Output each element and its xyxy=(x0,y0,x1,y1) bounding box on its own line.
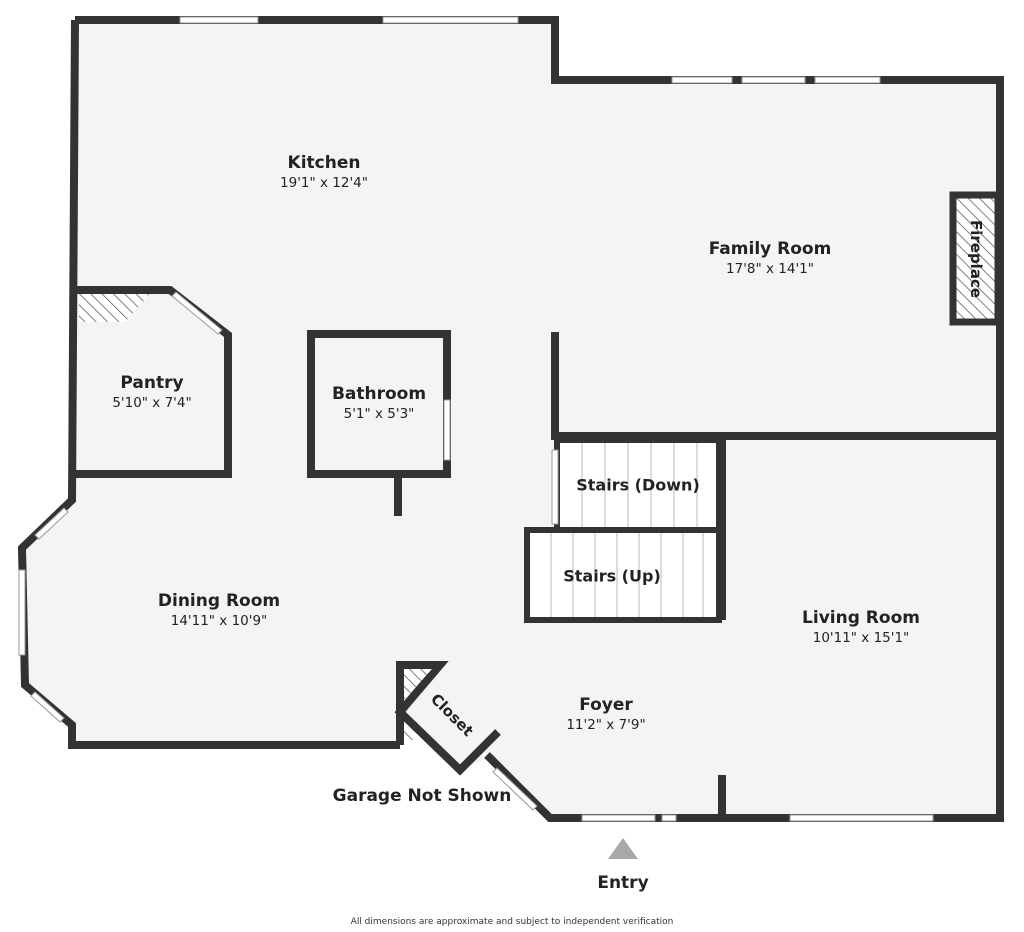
window xyxy=(382,16,519,24)
window xyxy=(581,814,656,822)
window xyxy=(789,814,934,822)
fireplace xyxy=(949,191,1002,326)
stairs-down-label: Stairs (Down) xyxy=(576,475,700,495)
window xyxy=(34,507,69,540)
exterior-wall xyxy=(75,16,1004,822)
window xyxy=(814,76,881,84)
stairs-up xyxy=(524,527,722,623)
window xyxy=(741,76,806,84)
closet-hatch xyxy=(404,669,432,700)
pantry-wall xyxy=(75,286,232,478)
fireplace-label: Fireplace xyxy=(967,219,985,299)
closet-hatch-2 xyxy=(404,722,420,740)
garage-label: Garage Not Shown xyxy=(332,786,512,806)
window xyxy=(492,767,538,811)
window xyxy=(661,814,677,822)
window xyxy=(443,399,451,461)
window xyxy=(179,16,259,24)
family-room-wall xyxy=(551,332,1000,440)
window xyxy=(30,691,65,723)
stairs-up-label: Stairs (Up) xyxy=(563,566,661,586)
exterior-wall-west xyxy=(17,19,400,749)
pantry-hatch xyxy=(79,294,150,322)
entry-arrow-icon xyxy=(608,838,638,859)
floor-area xyxy=(22,20,1000,818)
door-opening xyxy=(551,449,559,525)
closet-wall xyxy=(394,661,501,776)
entry-label: Entry xyxy=(597,873,649,893)
window xyxy=(171,291,223,335)
window xyxy=(671,76,733,84)
disclaimer: All dimensions are approximate and subje… xyxy=(350,917,674,927)
window xyxy=(18,569,26,656)
